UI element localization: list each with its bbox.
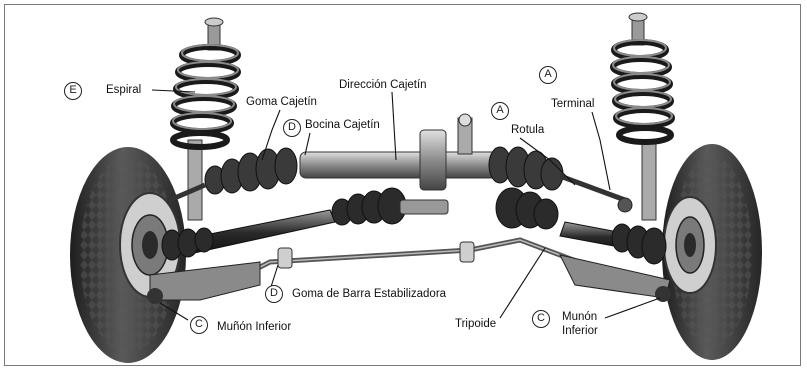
leader-terminal [592, 112, 610, 190]
label-direccion-cajetin: Dirección Cajetín [339, 79, 427, 92]
right-strut [613, 13, 672, 220]
badge-c-left: C [190, 316, 208, 334]
label-goma-barra: Goma de Barra Estabilizadora [292, 288, 446, 301]
leader-tripoide [500, 248, 545, 318]
label-goma-cajetin: Goma Cajetín [246, 96, 317, 109]
right-drive-shaft [496, 188, 666, 264]
badge-d-top: D [283, 119, 301, 137]
left-drive-shaft [162, 188, 448, 260]
right-tire [662, 144, 762, 360]
label-bocina-cajetin: Bocina Cajetín [305, 119, 380, 132]
leader-munon-right [605, 298, 660, 318]
badge-d-bottom: D [265, 285, 283, 303]
label-munon-inferior-left: Muñón Inferior [217, 321, 291, 334]
label-munon-right-line1: Munón [562, 311, 597, 324]
label-munon-right-line2: Inferior [562, 325, 598, 338]
badge-a-mid: A [491, 102, 509, 120]
badge-e: E [64, 82, 82, 100]
label-espiral: Espiral [106, 84, 141, 97]
badge-c-right: C [532, 310, 550, 328]
badge-a-top: A [539, 66, 557, 84]
label-rotula: Rotula [511, 124, 544, 137]
label-tripoide: Tripoide [455, 318, 496, 331]
label-terminal: Terminal [551, 98, 594, 111]
leader-direccion-cajetin [392, 92, 396, 160]
